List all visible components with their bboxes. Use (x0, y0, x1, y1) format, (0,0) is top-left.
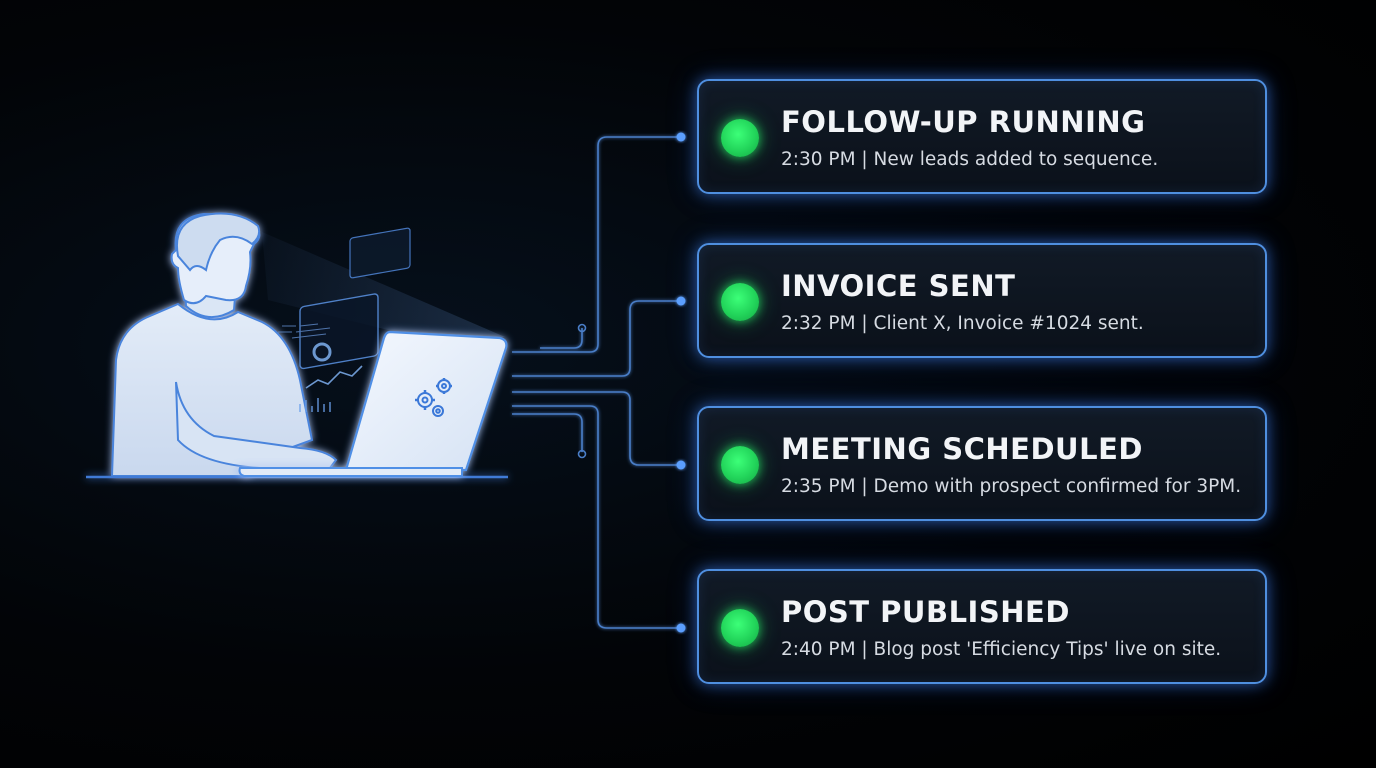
node-post (676, 623, 686, 633)
connector-lines (512, 136, 680, 629)
hologram-pie-icon (312, 342, 332, 362)
connector-nodes (577, 132, 686, 633)
node-branch-upper (577, 323, 587, 333)
event-title: FOLLOW-UP RUNNING (781, 105, 1146, 139)
status-dot-icon (721, 609, 759, 647)
event-card-post: POST PUBLISHED 2:40 PM | Blog post 'Effi… (697, 569, 1267, 684)
laptop-base (238, 467, 463, 477)
node-invoice (676, 296, 686, 306)
person-hair (176, 212, 261, 272)
hologram-screen-back (349, 227, 411, 279)
gears-icon (415, 378, 452, 417)
laptop-icon (238, 330, 508, 477)
node-meeting (676, 460, 686, 470)
status-dot-icon (721, 119, 759, 157)
event-title: POST PUBLISHED (781, 595, 1070, 629)
floating-dashboard-screens (278, 227, 411, 412)
event-title: MEETING SCHEDULED (781, 432, 1143, 466)
event-card-meeting: MEETING SCHEDULED 2:35 PM | Demo with pr… (697, 406, 1267, 521)
connector-invoice (512, 300, 680, 377)
person-torso (110, 302, 314, 477)
event-card-followup: FOLLOW-UP RUNNING 2:30 PM | New leads ad… (697, 79, 1267, 194)
event-card-invoice: INVOICE SENT 2:32 PM | Client X, Invoice… (697, 243, 1267, 358)
status-dot-icon (721, 283, 759, 321)
laptop-lid (344, 330, 508, 472)
event-detail: 2:32 PM | Client X, Invoice #1024 sent. (781, 313, 1144, 334)
code-snippet-lines (278, 323, 331, 339)
hologram-screen-front (299, 293, 379, 370)
person-arm (175, 381, 338, 469)
connector-meeting (512, 391, 680, 466)
event-detail: 2:40 PM | Blog post 'Efficiency Tips' li… (781, 639, 1222, 660)
event-detail: 2:30 PM | New leads added to sequence. (781, 149, 1159, 170)
node-followup (676, 132, 686, 142)
connector-followup (512, 136, 680, 353)
hologram-line-chart (305, 365, 363, 389)
event-detail: 2:35 PM | Demo with prospect confirmed f… (781, 476, 1242, 497)
connector-branch-lower (512, 413, 583, 452)
event-title: INVOICE SENT (781, 269, 1016, 303)
node-branch-lower (577, 449, 587, 459)
status-dot-icon (721, 446, 759, 484)
hologram-bar-chart (299, 398, 331, 412)
connector-branch-upper (540, 328, 583, 349)
connector-post (512, 405, 680, 629)
